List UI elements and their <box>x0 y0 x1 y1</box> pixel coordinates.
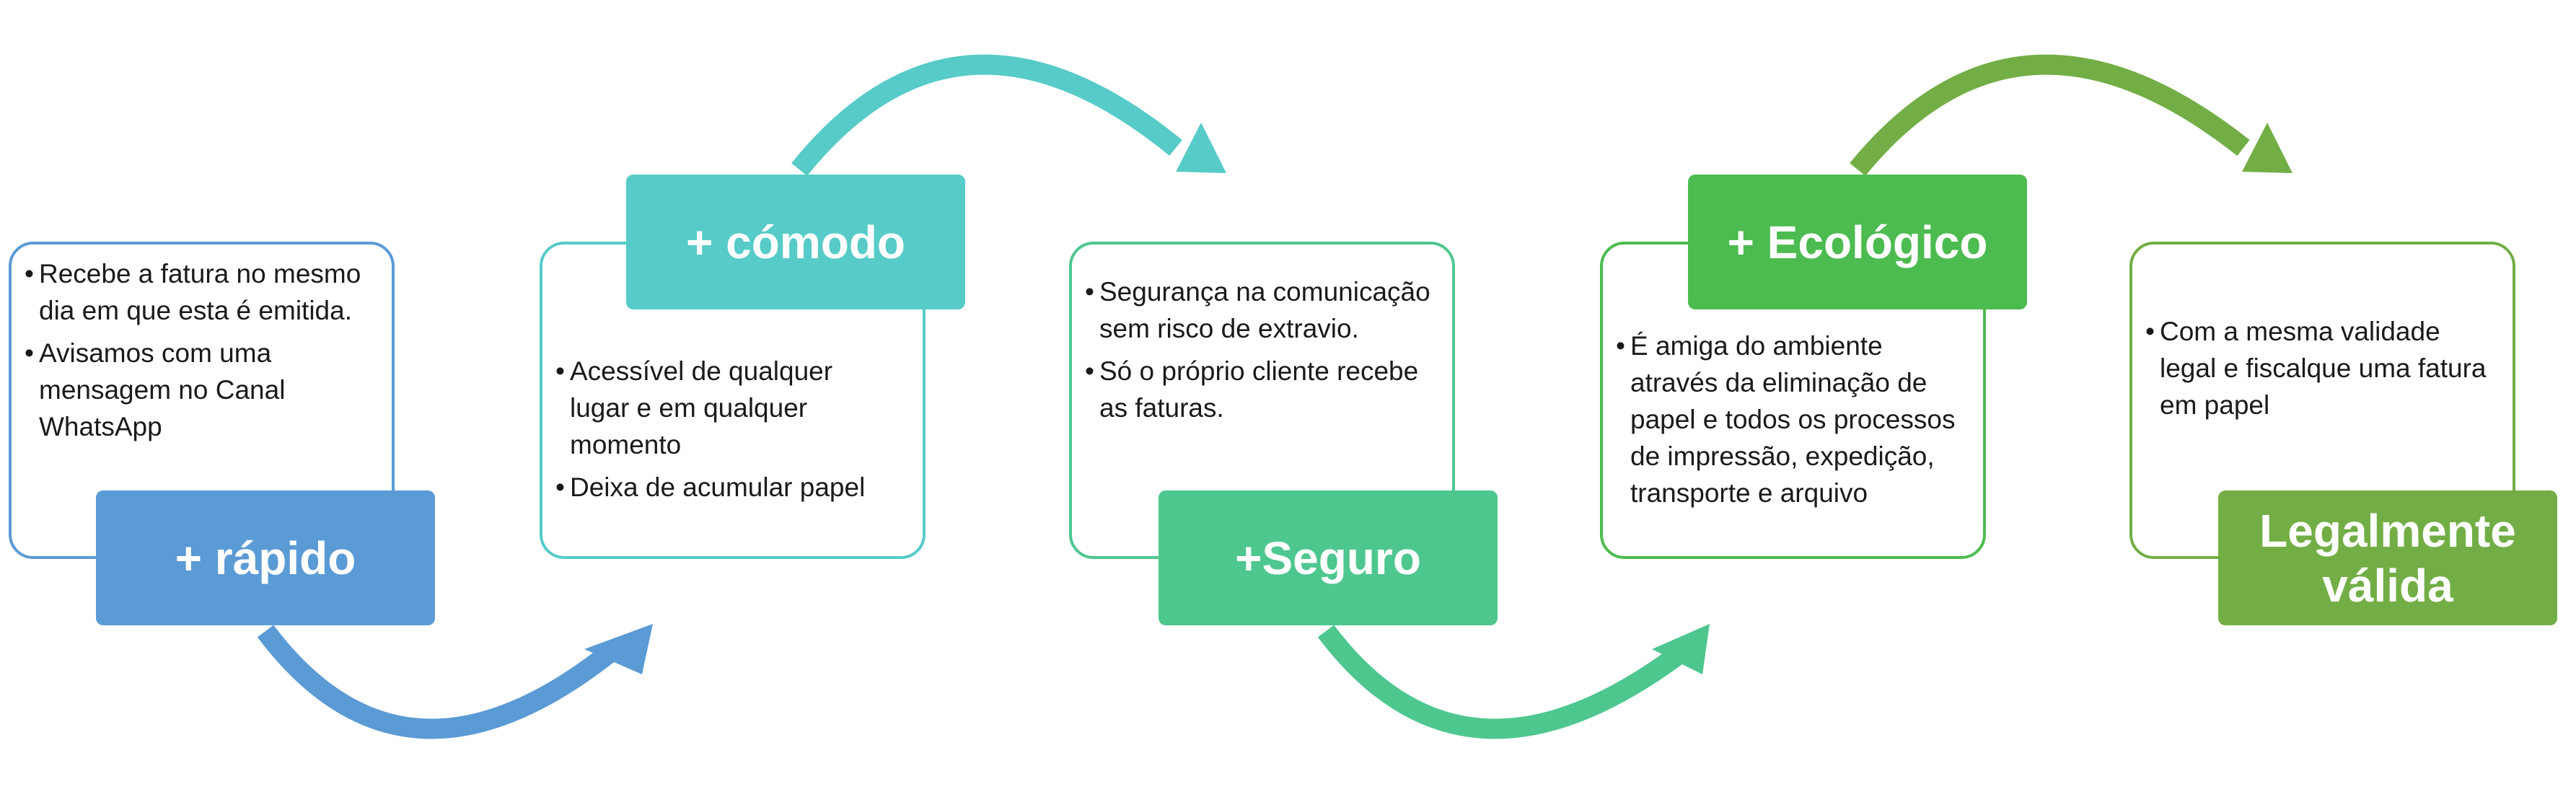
bullet-text: Deixa de acumular papel <box>555 469 894 506</box>
arrowhead-1 <box>584 624 653 674</box>
arrow-rapido-to-comodo <box>257 625 616 739</box>
bullet-text: Segurança na comunicação sem risco de ex… <box>1085 273 1431 347</box>
label-comodo: + cómodo <box>626 175 965 309</box>
arrowhead-3 <box>1652 624 1710 674</box>
bullet-text: Com a mesma validade legal e fiscalque u… <box>2145 313 2492 423</box>
bullet-text: Avisamos com uma mensagem no Canal Whats… <box>25 335 385 445</box>
arrow-comodo-to-seguro <box>791 54 1182 176</box>
label-ecologico: + Ecológico <box>1688 175 2027 309</box>
arrow-ecologico-to-legal <box>1850 54 2250 176</box>
arrow-seguro-to-ecologico <box>1317 625 1687 739</box>
arrowhead-2 <box>1176 123 1226 173</box>
bullet-text: Recebe a fatura no mesmo dia em que esta… <box>25 255 385 329</box>
bullet-text: É amiga do ambiente através da eliminaçã… <box>1616 327 1969 511</box>
label-legal: Legalmente válida <box>2218 490 2557 625</box>
bullet-text: Acessível de qualquer lugar e em qualque… <box>555 353 894 463</box>
bullet-text: Só o próprio cliente recebe as faturas. <box>1085 353 1431 426</box>
arrowhead-4 <box>2242 123 2293 173</box>
label-rapido: + rápido <box>96 490 435 625</box>
label-seguro: +Seguro <box>1159 490 1498 625</box>
